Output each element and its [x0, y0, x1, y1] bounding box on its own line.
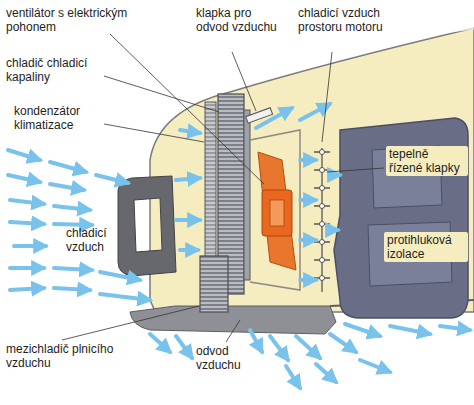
air-arrow — [100, 272, 140, 280]
bumper — [118, 176, 176, 276]
flap-pivot — [320, 150, 325, 155]
air-arrow — [176, 178, 200, 180]
leader-line — [327, 168, 384, 172]
air-arrow — [10, 222, 44, 224]
air-arrow — [10, 200, 44, 204]
flap — [314, 150, 330, 155]
part-label: tepelně řízené klapky — [386, 146, 468, 176]
leader-lines — [62, 34, 384, 342]
leader-line — [322, 52, 332, 142]
flap-pivot — [320, 222, 325, 227]
flap — [314, 258, 330, 263]
air-arrow — [180, 130, 200, 133]
leader-line — [110, 34, 264, 184]
air-arrow — [286, 366, 300, 388]
undertray — [130, 306, 336, 334]
flap-pivot — [320, 276, 325, 281]
air-arrow — [180, 248, 198, 252]
air-arrow — [440, 326, 470, 330]
air-arrow — [300, 238, 316, 242]
part-label: klapka pro odvod vzduchu — [196, 6, 278, 34]
air-arrow — [8, 150, 40, 160]
air-arrow — [176, 336, 192, 358]
air-arrow — [8, 175, 40, 182]
air-arrow — [54, 288, 90, 290]
part-label: mezichladič plnicího vzduchu — [6, 342, 118, 370]
part-label: odvod vzduchu — [196, 344, 268, 372]
air-arrow — [390, 326, 430, 334]
part-label: protihluková izolace — [384, 232, 468, 262]
air-arrow — [300, 278, 316, 282]
air-arrow — [300, 198, 316, 202]
air-arrow — [54, 224, 92, 225]
air-arrow — [316, 364, 336, 382]
air-arrow — [296, 336, 320, 358]
part-label: chladicí vzduch prostoru motoru — [298, 6, 402, 34]
fan-hub — [270, 200, 284, 226]
air-arrow — [256, 108, 292, 128]
part-label: ventilátor s elektrickým pohonem — [6, 6, 146, 34]
air-arrow — [250, 330, 262, 352]
flap — [314, 204, 330, 209]
part-label: kondenzátor klimatizace — [14, 104, 110, 132]
air-arrow — [345, 324, 380, 336]
car-body — [150, 28, 474, 322]
air-arrow — [54, 206, 90, 210]
leader-line — [104, 76, 219, 112]
air-arrow — [270, 336, 288, 360]
flap-pivot — [320, 204, 325, 209]
air-arrow — [50, 162, 86, 172]
flap-pivot — [320, 258, 325, 263]
air-arrow — [330, 334, 356, 352]
part-label: chladič chladicí kapaliny — [6, 56, 118, 84]
air-arrow — [330, 173, 340, 177]
air-arrow — [10, 266, 44, 270]
thermostatic-flaps — [314, 150, 330, 281]
air-arrow — [330, 228, 338, 232]
air-arrow — [100, 294, 150, 300]
leader-line — [104, 124, 204, 142]
engine-block — [334, 118, 468, 318]
leader-line — [226, 320, 240, 342]
intercooler — [200, 256, 228, 312]
air-arrow — [50, 184, 84, 190]
air-arrow — [14, 244, 46, 248]
leader-line — [62, 306, 199, 340]
flap-pivot — [320, 240, 325, 245]
flap-pivot — [320, 168, 325, 173]
part-label: chladicí vzduch — [66, 226, 132, 254]
air-arrow — [360, 360, 390, 372]
flap — [314, 222, 330, 227]
air-arrow — [54, 268, 92, 270]
fan-motor — [262, 190, 292, 236]
air-arrow — [150, 334, 170, 352]
leader-line — [232, 52, 256, 111]
flap — [314, 186, 330, 191]
fan-shroud — [250, 130, 300, 290]
air-arrow — [10, 288, 44, 290]
air-arrow — [96, 175, 128, 183]
air-arrow — [176, 218, 200, 222]
air-arrow — [300, 158, 316, 162]
fan-blade — [258, 152, 296, 270]
radiator-tank — [244, 110, 250, 280]
flap-pivot — [320, 186, 325, 191]
